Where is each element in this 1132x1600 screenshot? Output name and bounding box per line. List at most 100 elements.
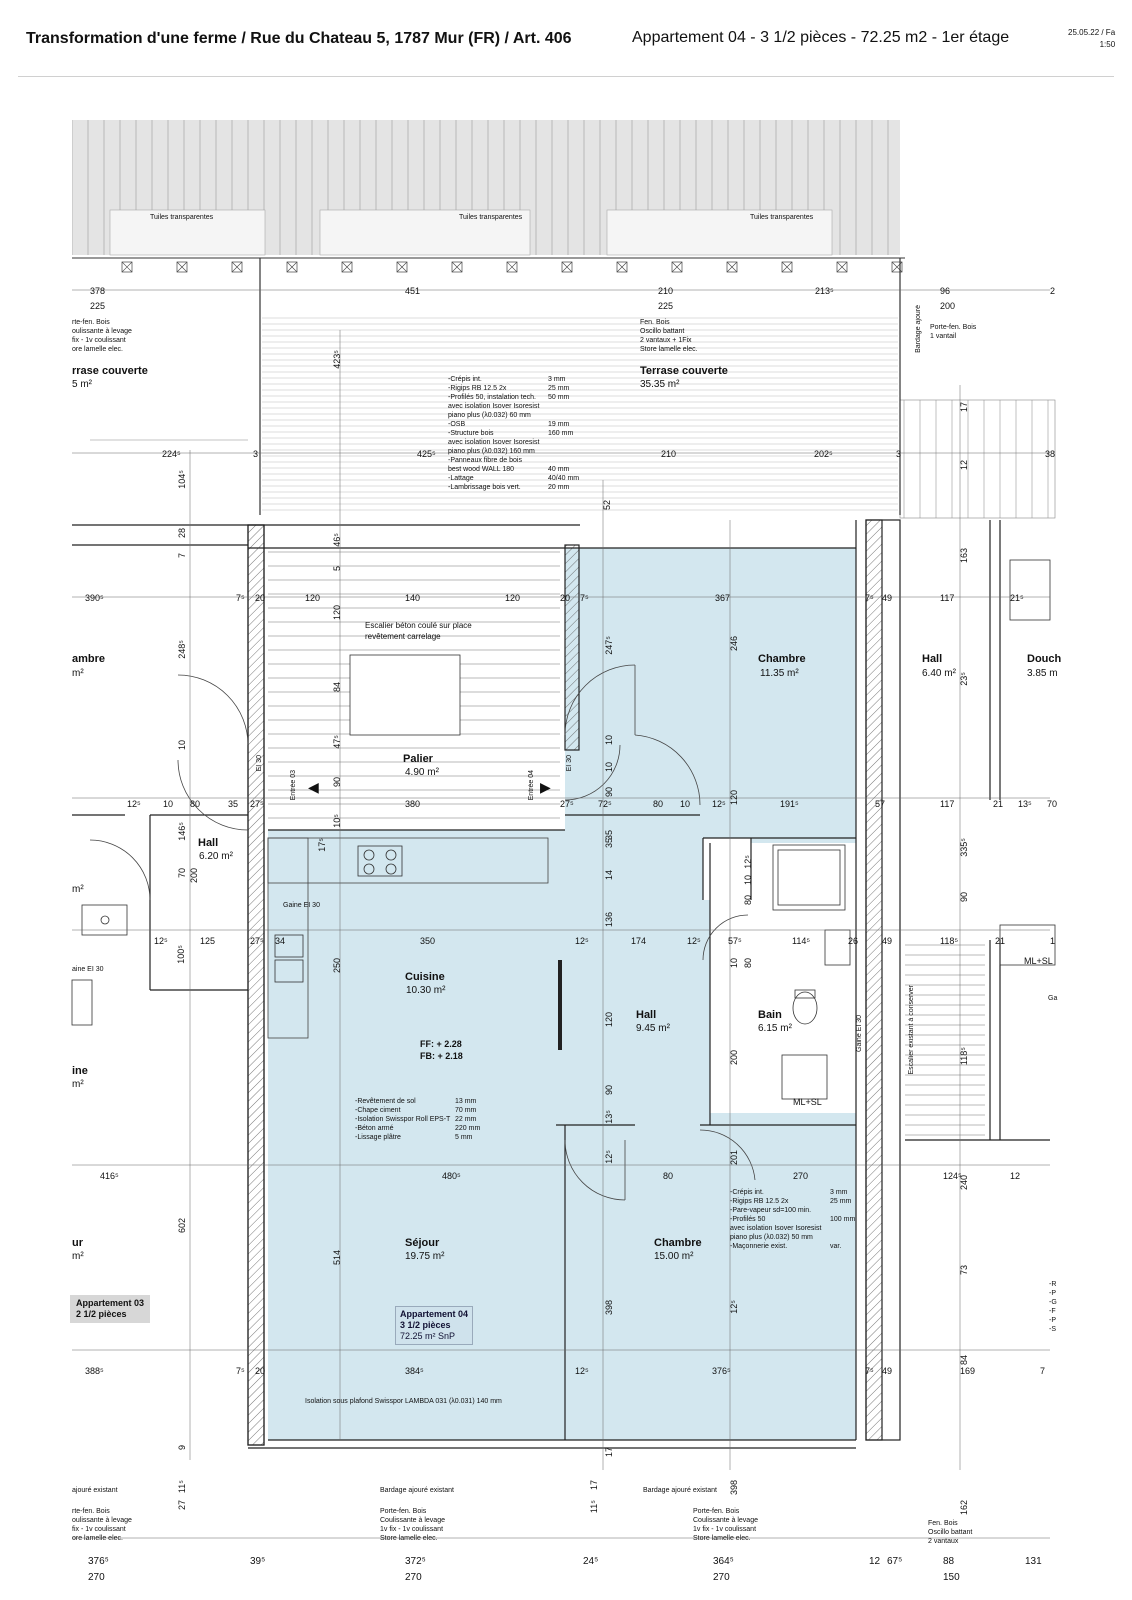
- roof-support-cross: [286, 261, 298, 273]
- left-bath: [71, 904, 128, 1026]
- room-ine-left-name: ine: [72, 1065, 88, 1077]
- window-note-bottom-4: Fen. Bois Oscillo battant 2 vantaux: [928, 1519, 972, 1546]
- roof-support-box: [616, 261, 628, 273]
- dim-vertical: 163: [959, 548, 969, 564]
- wall-spec-top-line: -Profilés 50, instalation tech.50 mm: [448, 393, 569, 402]
- stair-label-2: revêtement carrelage: [365, 632, 441, 641]
- wall-spec-top-line: piano plus (λ0.032) 60 mm: [448, 411, 539, 420]
- room-douche-name: Douch: [1027, 653, 1062, 665]
- dim-r4-12: 191⁵: [780, 799, 799, 809]
- wall-spec-bottom-value: var.: [830, 1243, 842, 1250]
- roof-support-box: [286, 261, 298, 273]
- dim-r1b-2: 225: [658, 301, 674, 311]
- dim-r2-4: 210: [661, 449, 677, 459]
- wall-spec-top-item: piano plus (λ0.032) 160 mm: [448, 448, 535, 455]
- wall-spec-bottom-value: 100 mm: [830, 1216, 856, 1223]
- roof-tile-label-2: Tuiles transparentes: [459, 214, 523, 221]
- wall-spec-bottom-line: -Maçonnerie exist.var.: [730, 1242, 841, 1251]
- stair-label: Escalier béton coulé sur place revêtemen…: [365, 620, 472, 642]
- wn-b1-1: oulissante à levage: [72, 1517, 132, 1524]
- wn-b1-0: rte-fen. Bois: [72, 1508, 110, 1515]
- dim-r3-12: 117: [940, 593, 955, 603]
- terrace-deck: [262, 317, 898, 511]
- room-hall-left-name: Hall: [198, 837, 219, 849]
- dim-r3-4: 120: [305, 593, 321, 603]
- wall-spec-top-item: best wood WALL 180: [448, 466, 515, 473]
- room-hall-left-area: 6.20 m²: [199, 851, 233, 862]
- window-note-bottom-1: rte-fen. Bois oulissante à levage fix - …: [72, 1507, 132, 1543]
- wn-b2-3: Store lamelle elec.: [380, 1535, 438, 1542]
- dim-r1b-1: 225: [90, 301, 106, 311]
- ff-level: FF: + 2.28: [420, 1039, 462, 1049]
- floor-spec-item: -Revêtement de sol: [355, 1098, 416, 1105]
- dim-r7-10: 7: [1040, 1366, 1046, 1376]
- window-note-bottom-3: Porte-fen. Bois Coulissante à levage 1v …: [693, 1507, 758, 1543]
- dim-r8b-1: 270: [88, 1572, 105, 1583]
- dim-vertical: 90: [332, 777, 342, 788]
- wall-spec-bottom-line: -Crépis int.3 mm: [730, 1188, 848, 1197]
- floor-spec-value: 220 mm: [455, 1125, 481, 1132]
- roof-support-box: [231, 261, 243, 273]
- fb-level: FB: + 2.18: [420, 1051, 463, 1061]
- wn-tl-3: ore lamelle elec.: [72, 346, 123, 353]
- dim-vertical: 17⁵: [317, 838, 327, 852]
- dim-r7-1: 388⁵: [85, 1366, 104, 1376]
- window-note-top-center: Fen. Bois Oscillo battant 2 vantaux + 1F…: [640, 318, 698, 354]
- wn-b3-2: 1v fix - 1v coulissant: [693, 1526, 757, 1533]
- entree-03-arrow-icon: ◀: [308, 779, 319, 795]
- dim-r7-7: 7⁵: [865, 1366, 874, 1376]
- dim-vertical: 12⁵: [604, 1150, 614, 1164]
- window-note-top-right: Porte-fen. Bois 1 vantail: [930, 323, 976, 341]
- room-palier-name: Palier: [403, 753, 433, 765]
- wn-b3-0: Porte-fen. Bois: [693, 1508, 740, 1515]
- side-r-3: -F: [1049, 1308, 1056, 1315]
- room-ur-left-area: m²: [72, 1251, 84, 1262]
- dim-r5-6: 350: [420, 936, 436, 946]
- dim-r4-3: 80: [190, 799, 201, 809]
- wall-spec-top-value: 19 mm: [548, 421, 570, 428]
- wall-spec-top-line: -Lambrissage bois vert.20 mm: [448, 483, 569, 492]
- bardage-2: Bardage ajouré existant: [380, 1487, 454, 1494]
- header-divider: [18, 76, 1114, 77]
- wall-spec-top-value: 25 mm: [548, 385, 570, 392]
- dim-vertical: 17: [604, 1447, 614, 1458]
- terrace-deck-right: [899, 399, 1056, 519]
- dim-r6-1: 416⁵: [100, 1171, 119, 1181]
- dim-vertical: 250: [332, 958, 342, 974]
- window-note-bottom-2: Porte-fen. Bois Coulissante à levage 1v …: [380, 1507, 445, 1543]
- dim-vertical: 136: [604, 912, 614, 928]
- dim-lines: [72, 289, 1050, 1539]
- dim-r3-1: 390⁵: [85, 593, 104, 603]
- wall-spec-top-item: avec isolation Isover Isoresist: [448, 403, 540, 410]
- wall-spec-bottom-item: avec isolation Isover Isoresist: [730, 1225, 822, 1232]
- apt03-title: Appartement 03: [76, 1298, 145, 1308]
- wall-spec-top-value: 40/40 mm: [548, 475, 580, 482]
- dim-r3-10: 7⁵: [865, 593, 874, 603]
- roof-support-cross: [231, 261, 243, 273]
- apartment-title: Appartement 04 - 3 1/2 pièces - 72.25 m2…: [632, 29, 1009, 47]
- dim-r3-6: 120: [505, 593, 521, 603]
- roof-tile-1: [109, 209, 266, 256]
- wall-spec-top-value: 160 mm: [548, 430, 574, 437]
- dim-vertical: 84: [959, 1355, 969, 1366]
- wall-spec-top-line: piano plus (λ0.032) 160 mm: [448, 447, 539, 456]
- roof-support-box: [176, 261, 188, 273]
- wn-tc-1: Oscillo battant: [640, 328, 685, 335]
- wall-spec-top-line: avec isolation Isover Isoresist: [448, 402, 539, 411]
- entree-04: Entrée 04: [528, 770, 535, 801]
- dim-r5-13: 49: [882, 936, 893, 946]
- roof-support-cross: [176, 261, 188, 273]
- room-chambre-bottom-area: 15.00 m²: [654, 1251, 694, 1262]
- dim-vertical: 10: [743, 875, 753, 886]
- cooktop: [357, 845, 403, 877]
- dim-vertical: 17: [959, 402, 969, 413]
- stair-void: [349, 654, 461, 736]
- dim-vertical: 13⁵: [604, 1110, 614, 1124]
- wn-b3-1: Coulissante à levage: [693, 1517, 758, 1524]
- dim-vertical: 80: [743, 958, 753, 969]
- wall-spec-top-value: 20 mm: [548, 484, 570, 491]
- roof-support-box: [726, 261, 738, 273]
- dim-r5-2: 100⁵: [176, 945, 186, 964]
